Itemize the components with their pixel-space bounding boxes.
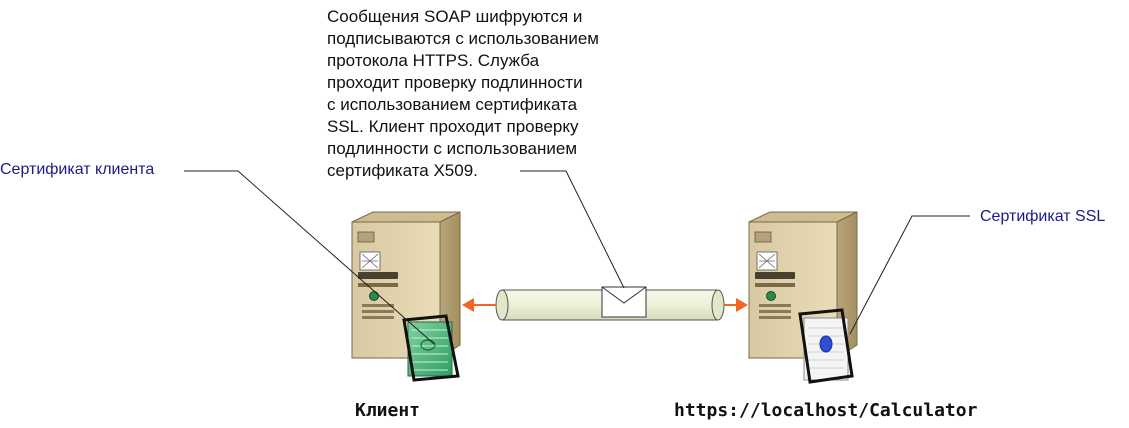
ssl-certificate-icon xyxy=(798,308,854,384)
client-certificate-icon xyxy=(402,314,460,382)
arrow-to-service-icon xyxy=(724,298,748,312)
description-callout-line xyxy=(520,170,625,289)
ssl-certificate-callout-line xyxy=(849,215,970,335)
description-text: Сообщения SOAP шифруются и подписываются… xyxy=(327,7,599,180)
client-certificate-callout-line xyxy=(184,170,435,345)
service-caption: https://localhost/Calculator xyxy=(674,400,978,421)
client-caption: Клиент xyxy=(355,400,421,421)
ssl-certificate-label: Сертификат SSL xyxy=(980,208,1106,225)
message-envelope-icon xyxy=(601,286,647,318)
client-certificate-label: Сертификат клиента xyxy=(0,161,155,178)
arrow-to-client-icon xyxy=(462,298,496,312)
